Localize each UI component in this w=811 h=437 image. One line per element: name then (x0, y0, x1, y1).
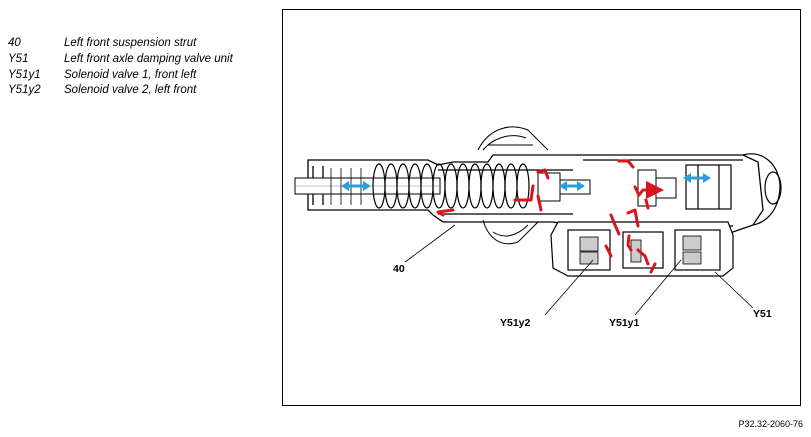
legend-row: Y51y1 Solenoid valve 1, front left (8, 68, 233, 84)
callout-solenoid1-label: Y51y1 (609, 317, 640, 329)
legend-code: 40 (8, 37, 21, 49)
legend-text: Left front axle damping valve unit (64, 52, 233, 65)
legend-row: Y51 Left front axle damping valve unit (8, 52, 233, 68)
strut-cutaway-illustration (294, 126, 782, 316)
legend-code: Y51 (8, 52, 29, 65)
figure-frame: 40 Y51y2 Y51y1 Y51 (282, 9, 801, 406)
callout-solenoid2-label: Y51y2 (500, 317, 531, 329)
legend-code: Y51y2 (8, 84, 41, 97)
strut-top-mount (685, 153, 782, 226)
figure-reference: P32.32-2060-76 (738, 419, 803, 429)
strut-mount-upper (477, 126, 549, 151)
coil-spring (372, 163, 530, 209)
inner-piston (537, 169, 677, 207)
legend-row: 40 Left front suspension strut (8, 36, 233, 52)
callout-leaders (404, 224, 754, 316)
solenoid-coils (579, 235, 702, 265)
legend-text: Solenoid valve 2, left front (64, 84, 197, 97)
legend-code: Y51y1 (8, 68, 41, 81)
callout-valve-unit-label: Y51 (753, 308, 772, 320)
movement-arrows (341, 173, 711, 191)
strut-mount-lower (482, 219, 539, 245)
damping-valve-unit (550, 221, 734, 277)
legend: 40 Left front suspension strut Y51 Left … (8, 36, 233, 99)
legend-row: Y51y2 Solenoid valve 2, left front (8, 83, 233, 99)
oil-flow-paths (436, 159, 664, 274)
legend-text: Solenoid valve 1, front left (64, 68, 197, 81)
legend-text: Left front suspension strut (64, 37, 197, 49)
callout-strut-label: 40 (393, 263, 405, 275)
